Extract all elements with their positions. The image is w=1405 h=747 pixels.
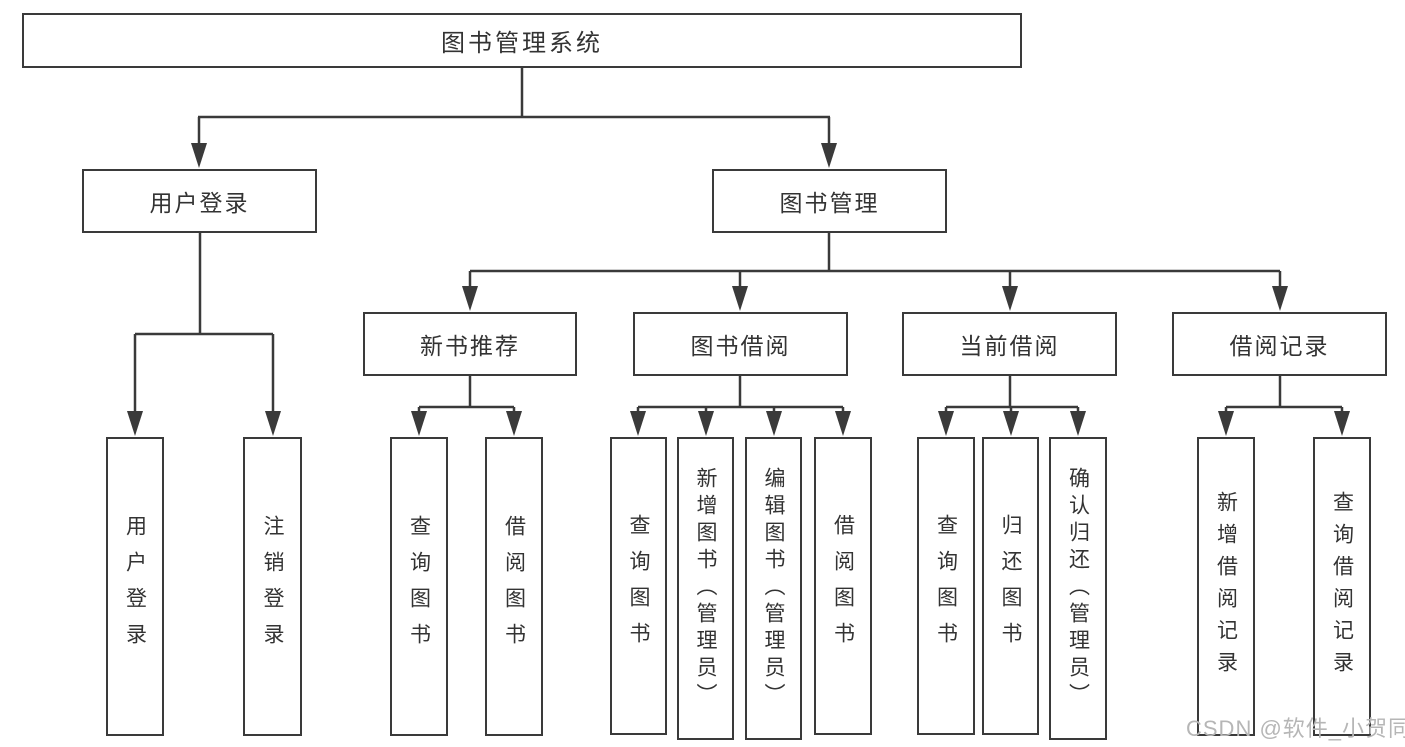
leaf-label: 新增借阅记录 <box>1214 490 1238 683</box>
watermark: CSDN @软件_小贺同学 <box>1186 716 1405 741</box>
connector-mgmt-to-level3 <box>468 233 1282 288</box>
connector-current-to-leaves <box>944 376 1080 414</box>
node-book-borrow: 图书借阅 <box>633 312 848 376</box>
node-leaf-return-book: 归还图书 <box>982 437 1039 735</box>
leaf-label: 查询图书 <box>934 514 958 658</box>
leaf-label: 确认归还（管理员） <box>1066 467 1090 710</box>
node-leaf-add-borrow-record: 新增借阅记录 <box>1197 437 1255 736</box>
leaf-label: 注销登录 <box>261 514 284 659</box>
arrowheads <box>127 143 1350 436</box>
node-borrow-records: 借阅记录 <box>1172 312 1387 376</box>
leaf-label: 归还图书 <box>999 514 1022 658</box>
node-root: 图书管理系统 <box>22 13 1022 68</box>
connector-login-to-leaves <box>133 233 275 414</box>
leaf-label: 查询图书 <box>407 514 431 659</box>
node-leaf-query-books-recommend: 查询图书 <box>390 437 448 736</box>
leaf-label: 用户登录 <box>123 514 147 659</box>
leaf-label: 编辑图书（管理员） <box>762 467 785 710</box>
node-new-book-recommend: 新书推荐 <box>363 312 577 376</box>
leaf-label: 借阅图书 <box>831 514 855 658</box>
node-leaf-query-books-borrow: 查询图书 <box>610 437 667 735</box>
node-book-management: 图书管理 <box>712 169 947 233</box>
connector-root-to-level2 <box>197 68 831 146</box>
node-leaf-user-login: 用户登录 <box>106 437 164 736</box>
node-leaf-borrow-books-recommend: 借阅图书 <box>485 437 543 736</box>
connector-borrow-to-leaves <box>636 376 845 414</box>
leaf-label: 查询图书 <box>627 514 650 658</box>
node-leaf-query-borrow-record: 查询借阅记录 <box>1313 437 1371 736</box>
connector-recommend-to-leaves <box>417 376 516 414</box>
node-leaf-add-book-admin: 新增图书（管理员） <box>677 437 734 740</box>
connector-records-to-leaves <box>1224 376 1344 414</box>
node-leaf-confirm-return-admin: 确认归还（管理员） <box>1049 437 1107 740</box>
node-leaf-borrow-books: 借阅图书 <box>814 437 872 735</box>
leaf-label: 查询借阅记录 <box>1330 490 1354 683</box>
leaf-label: 借阅图书 <box>502 514 526 659</box>
node-leaf-query-books-current: 查询图书 <box>917 437 975 735</box>
node-user-login: 用户登录 <box>82 169 317 233</box>
node-leaf-logout: 注销登录 <box>243 437 302 736</box>
node-current-borrow: 当前借阅 <box>902 312 1117 376</box>
leaf-label: 新增图书（管理员） <box>694 467 717 710</box>
node-leaf-edit-book-admin: 编辑图书（管理员） <box>745 437 802 740</box>
